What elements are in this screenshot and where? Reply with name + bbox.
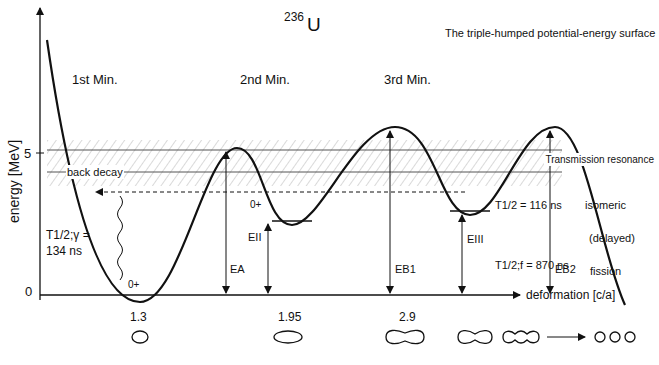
- axis-title: energy [MeV]: [6, 140, 23, 223]
- nucleus-shapes: [132, 330, 635, 343]
- energy-arrow: [268, 224, 269, 293]
- level-line: [450, 210, 490, 211]
- barrier-label: EA: [230, 262, 245, 276]
- halflife-label: T1/2 = 116 ns: [495, 198, 562, 212]
- spin-label: 0+: [250, 198, 261, 211]
- diagram-title: The triple-humped potential-energy surfa…: [445, 26, 655, 40]
- tick-label: 0: [25, 284, 32, 300]
- deformation-value: 2.9: [399, 310, 416, 325]
- halflife-label: 134 ns: [46, 244, 82, 259]
- deformation-value: 1.3: [130, 310, 147, 325]
- spin-label: 0+: [128, 278, 139, 291]
- barrier-label: EB1: [395, 262, 416, 276]
- tick-label: 5: [24, 146, 31, 162]
- fission-label: fission: [590, 264, 621, 278]
- energy-arrow: [226, 152, 227, 293]
- resonance-line: [47, 172, 562, 173]
- energy-arrow: [390, 131, 391, 293]
- barrier-label: EII: [248, 230, 261, 244]
- x-axis: [40, 294, 520, 295]
- resonance-label: Transmission resonance: [544, 153, 655, 166]
- tick: [36, 153, 44, 154]
- potential-curve: [47, 40, 625, 305]
- level-line: [272, 220, 312, 221]
- resonance-line: [47, 150, 562, 151]
- minimum-label: 1st Min.: [72, 72, 118, 88]
- decay-label: back decay: [66, 165, 124, 179]
- halflife-label: T1/2;f = 870 ns: [495, 258, 569, 272]
- energy-arrow: [462, 215, 463, 293]
- axis-title: deformation [c/a]: [526, 288, 615, 303]
- isotope-mass: 236: [284, 10, 304, 25]
- dashed-arrow: [96, 192, 465, 193]
- fission-label: (delayed): [589, 231, 635, 245]
- back-decay-wave: [118, 196, 123, 280]
- shape-arrow: [547, 337, 585, 338]
- deformation-value: 1.95: [278, 310, 301, 325]
- minimum-label: 2nd Min.: [240, 72, 290, 88]
- barrier-label: EIII: [467, 232, 484, 246]
- hatched-band: [47, 140, 562, 186]
- fission-label: isomeric: [585, 198, 626, 212]
- y-axis: [39, 8, 40, 300]
- minimum-label: 3rd Min.: [384, 72, 431, 88]
- isotope-symbol: U: [307, 14, 321, 36]
- halflife-label: T1/2;γ =: [46, 228, 90, 243]
